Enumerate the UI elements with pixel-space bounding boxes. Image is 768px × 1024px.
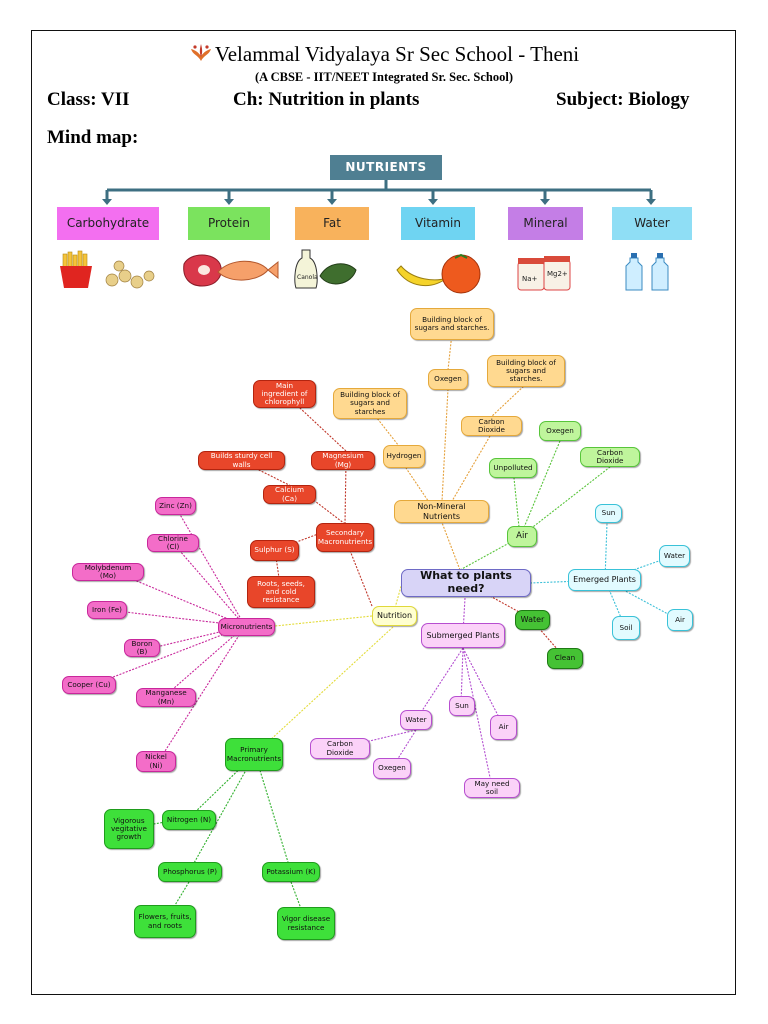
magnesium-label: Mg2+: [547, 270, 568, 278]
unpolluted-node: Unpolluted: [489, 458, 537, 478]
air-node: Air: [507, 526, 537, 547]
manganese-node: Manganese (Mn): [136, 688, 196, 707]
submerged-air-node: Air: [490, 715, 517, 740]
cell-walls-note-node: Builds sturdy cell walls: [198, 451, 285, 470]
sodium-label: Na+: [522, 275, 538, 283]
micronutrients-node: Micronutrients: [218, 618, 275, 636]
clean-node: Clean: [547, 648, 583, 669]
emerged-air-node: Air: [667, 609, 693, 631]
sulphur-node: Sulphur (S): [250, 540, 299, 561]
may-need-soil-node: May need soil: [464, 778, 520, 798]
zinc-node: Zinc (Zn): [155, 497, 196, 515]
submerged-sun-node: Sun: [449, 696, 475, 716]
air-oxygen-node: Oxegen: [539, 421, 581, 441]
emerged-plants-node: Emerged Plants: [568, 569, 641, 591]
nitrogen-node: Nitrogen (N): [162, 810, 216, 830]
magnesium-node: Magnesium (Mg): [311, 451, 375, 470]
oxygen-note-node: Building block of sugars and starches.: [410, 308, 494, 340]
phosphorus-node: Phosphorus (P): [158, 862, 222, 882]
center-node: What to plants need?: [401, 569, 531, 597]
secondary-macronutrients-node: Secondary Macronutrients: [316, 523, 374, 552]
submerged-oxygen-node: Oxegen: [373, 758, 411, 779]
calcium-node: Calcium (Ca): [263, 485, 316, 504]
water-bottles-icon: [625, 253, 669, 291]
nickel-node: Nickel (Ni): [136, 751, 176, 772]
submerged-carbon-dioxide-node: Carbon Dioxide: [310, 738, 370, 759]
water-node: Water: [515, 610, 550, 630]
iron-node: Iron (Fe): [87, 601, 127, 619]
category-water: Water: [612, 207, 692, 240]
subject-label: Subject: Biology: [556, 89, 690, 110]
vegetative-growth-note-node: Vigorous vegitative growth: [104, 809, 154, 849]
school-name: Velammal Vidyalaya Sr Sec School - Theni: [214, 42, 580, 66]
chlorine-node: Chlorine (Cl): [147, 534, 199, 552]
carbon-dioxide-note-node: Building block of sugars and starches.: [487, 355, 565, 387]
flowers-fruits-note-node: Flowers, fruits, and roots: [134, 905, 196, 938]
section-label: Mind map:: [47, 127, 139, 148]
non-mineral-nutrients-node: Non-Mineral Nutrients: [394, 500, 489, 523]
nutrients-title: NUTRIENTS: [330, 155, 442, 180]
molybdenum-node: Molybdenum (Mo): [72, 563, 144, 581]
category-mineral: Mineral: [508, 207, 583, 240]
air-carbon-dioxide-node: Carbon Dioxide: [580, 447, 640, 467]
submerged-plants-node: Submerged Plants: [421, 623, 505, 648]
emerged-water-node: Water: [659, 545, 690, 567]
emerged-soil-node: Soil: [612, 616, 640, 640]
category-carbohydrate: Carbohydrate: [57, 207, 159, 240]
meat-fish-icon: [183, 254, 279, 287]
cooper-node: Cooper (Cu): [62, 676, 116, 694]
category-protein: Protein: [188, 207, 270, 240]
page-border: [31, 30, 736, 995]
primary-macronutrients-node: Primary Macronutrients: [225, 738, 283, 771]
school-subtitle: (A CBSE - IIT/NEET Integrated Sr. Sec. S…: [254, 70, 514, 84]
fries-pasta-icon: [60, 250, 155, 289]
boron-node: Boron (B): [124, 639, 160, 657]
chlorophyll-note-node: Main ingredient of chlorophyll: [253, 380, 316, 408]
disease-resistance-note-node: Vigor disease resistance: [277, 907, 335, 940]
chapter-label: Ch: Nutrition in plants: [233, 89, 420, 110]
roots-seeds-note-node: Roots, seeds, and cold resistance: [247, 576, 315, 608]
carbon-dioxide-node: Carbon Dioxide: [461, 416, 522, 436]
nutrients-tree-lines: [102, 180, 656, 205]
canola-label: Canola: [297, 274, 318, 281]
submerged-water-node: Water: [400, 710, 432, 730]
potassium-node: Potassium (K): [262, 862, 320, 882]
category-vitamin: Vitamin: [401, 207, 475, 240]
school-logo-icon: [190, 44, 211, 61]
banana-tomato-icon: [396, 253, 481, 294]
oxygen-node: Oxegen: [428, 369, 468, 390]
oil-avocado-icon: Canola: [294, 249, 357, 289]
mineral-jars-icon: Na+ Mg2+: [517, 256, 571, 291]
hydrogen-node: Hydrogen: [383, 445, 425, 468]
category-fat: Fat: [295, 207, 369, 240]
school-title: Velammal Vidyalaya Sr Sec School - Theni: [0, 42, 768, 67]
emerged-sun-node: Sun: [595, 504, 622, 523]
hydrogen-note-node: Building block of sugars and starches: [333, 388, 407, 419]
nutrition-node: Nutrition: [372, 606, 417, 626]
class-label: Class: VII: [47, 89, 130, 110]
